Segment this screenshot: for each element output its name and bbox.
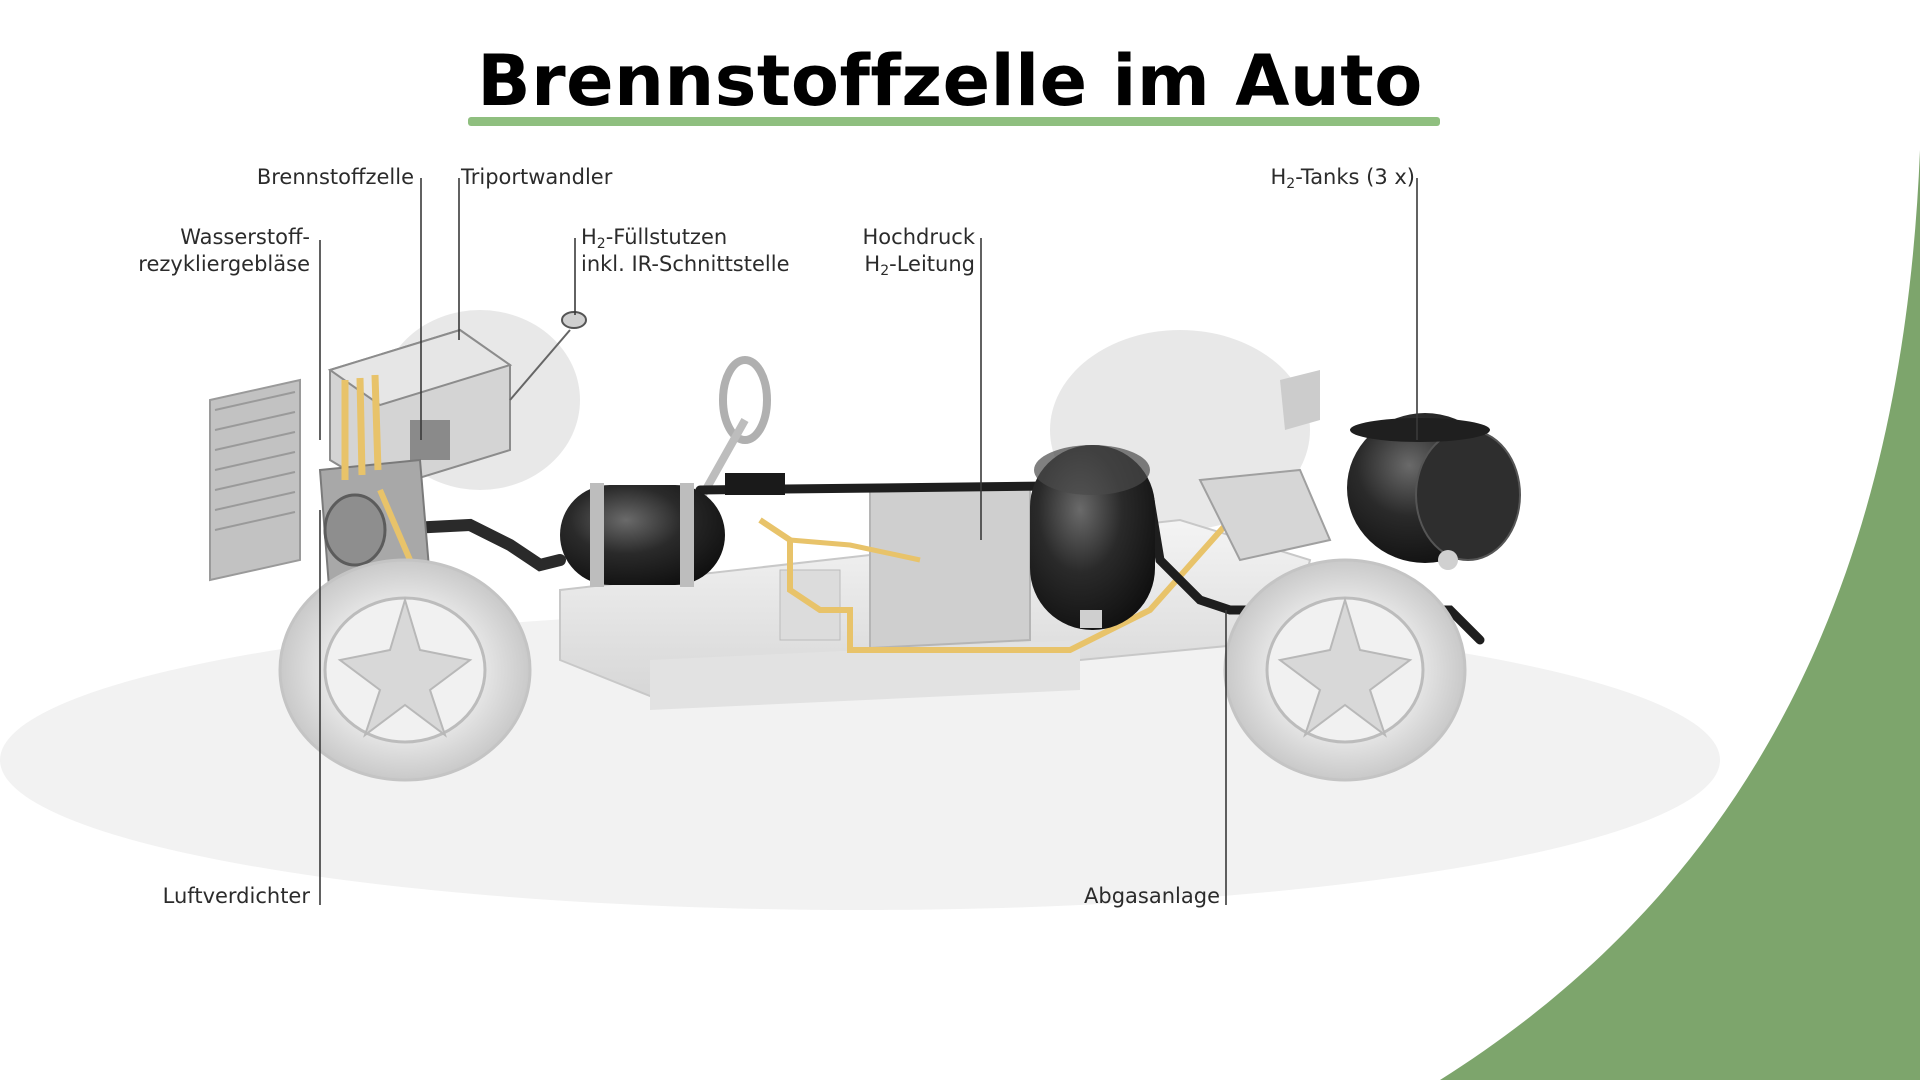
label-wasserstoff-line2: rezykliergebläse [138,252,310,276]
label-fuellstutzen-line2: inkl. IR-Schnittstelle [581,252,790,276]
h2-tank-front [560,473,785,587]
steering-wheel [719,356,771,444]
battery-tray [869,483,1031,650]
chassis-side-rail [650,640,1080,710]
label-wasserstoff-rezykliergeblaese: Wasserstoff- rezykliergebläse [138,224,310,278]
coolant-line-2 [789,537,921,563]
wheel-rear-near [1223,558,1467,782]
title-underline [468,117,1440,126]
label-hochdruck-line1: Hochdruck [862,225,975,249]
label-brennstoffzelle: Brennstoffzelle [256,165,414,189]
h2-fill-nozzle [509,311,587,401]
exhaust-pipe [364,518,566,572]
coolant-line [758,517,1233,653]
h2-tank-middle [1030,445,1155,630]
label-wasserstoff-line1: Wasserstoff- [180,225,310,249]
slide-title: Brennstoffzelle im Auto [477,40,1423,122]
rear-axle-unit [1198,370,1332,562]
label-triportwandler: Triportwandler [461,165,613,189]
label-luftverdichter: Luftverdichter [162,884,310,908]
green-corner-shape [1440,150,1920,1080]
label-fuellstutzen-line1: H2-Füllstutzen [581,225,728,252]
h2-tank-rear [1347,413,1521,570]
label-h2-fuellstutzen: H2-Füllstutzen inkl. IR-Schnittstelle [581,224,789,278]
label-abgasanlage: Abgasanlage [1084,884,1220,908]
label-hochdruck-h2-leitung: Hochdruck H2-Leitung [863,224,975,278]
leader-lines [319,178,1418,905]
label-hochdruck-line2: H2-Leitung [864,252,975,279]
wheel-front-near [278,558,532,782]
label-h2-tanks: H2-Tanks (3 x) [1270,165,1415,192]
